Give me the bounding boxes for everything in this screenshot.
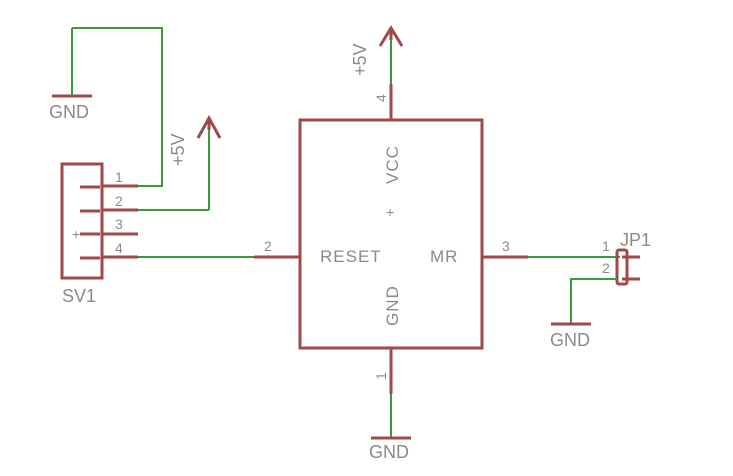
ic-pin-label-vcc: VCC [383, 145, 402, 184]
jp1-pin-1-number: 1 [602, 238, 610, 254]
ic-pin-label-mr: MR [430, 247, 458, 266]
ic-pin-reset: 2 [254, 238, 300, 259]
sv1-pin-1-number: 1 [115, 169, 123, 185]
vcc-symbol-sv1: +5V [168, 114, 222, 210]
jp1-jumper: 1 2 JP1 [602, 230, 651, 286]
jp1-pin-2-number: 2 [602, 260, 610, 276]
ic-pin-number-gnd: 1 [373, 372, 389, 380]
sv1-name: SV1 [62, 286, 96, 306]
vcc-symbol-ic: +5V [350, 25, 404, 76]
ic-pin-label-reset: RESET [320, 247, 382, 266]
ic-pin-mr: 3 [482, 238, 528, 259]
wire-gnd-to-sv1-pin1 [72, 27, 163, 187]
ic-pin-gnd: 1 [373, 348, 393, 438]
gnd-symbol-jp1: GND [550, 322, 591, 350]
ic-chip: VCC RESET MR GND + [298, 118, 484, 350]
ic-pin-vcc: 4 [373, 34, 393, 120]
gnd-symbol-ic: GND [369, 436, 411, 462]
gnd-symbol-top-left: GND [49, 28, 92, 122]
sv1-origin-mark: + [72, 226, 80, 242]
ic-pin-number-mr: 3 [502, 238, 510, 254]
sv1-body [60, 162, 104, 280]
gnd-label-jp1: GND [550, 330, 590, 350]
gnd-label-top-left: GND [49, 102, 89, 122]
ic-origin-mark: + [386, 204, 394, 220]
wire-jp1-pin2-to-gnd [570, 278, 617, 324]
sv1-pin-4-number: 4 [115, 240, 123, 256]
ic-pin-label-gnd: GND [383, 285, 402, 326]
vcc-label-sv1: +5V [168, 133, 188, 166]
sv1-connector: + 1 2 3 4 SV1 [60, 162, 138, 306]
sv1-pin-3-number: 3 [115, 216, 123, 232]
gnd-label-ic: GND [369, 442, 409, 462]
jp1-body [615, 248, 629, 286]
sv1-pin-2-number: 2 [115, 193, 123, 209]
ic-pin-number-vcc: 4 [373, 94, 389, 102]
vcc-label-ic: +5V [350, 43, 370, 76]
ic-pin-number-reset: 2 [264, 238, 272, 254]
jp1-name: JP1 [620, 230, 651, 250]
